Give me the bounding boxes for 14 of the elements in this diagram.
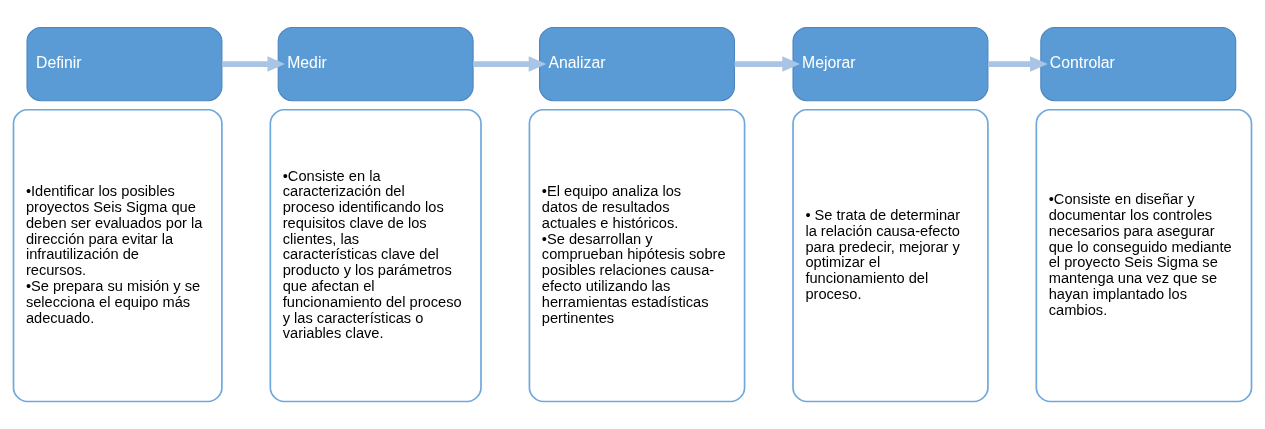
node-box: Controlar — [1040, 26, 1237, 102]
arrow — [734, 56, 801, 72]
node-box: •Identificar los posibles proyectos Seis Sigma que deben ser evaluados por la dirección para evitar la infrautilización de recursos. •Se prepara su misión y se selecciona el equipo más adecuado. — [12, 108, 223, 403]
node-box: Mejorar — [792, 26, 989, 102]
arrow — [988, 56, 1048, 72]
node-box: •Consiste en diseñar y documentar los controles necesarios para asegurar que lo conseguido mediante el proyecto Seis Sigma se mantenga una vez que se hayan implantado los cambios. — [1035, 108, 1253, 403]
node-box: •El equipo analiza los datos de resultados actuales e históricos. •Se desarrollan y comprueban hipótesis sobre posibles relaciones causa-efecto utilizando las herramientas estadísticas pertinentes — [528, 108, 746, 403]
node-box: • Se trata de determinar la relación causa-efecto para predecir, mejorar y optimizar el funcionamiento del proceso. — [792, 108, 989, 403]
node-box: Analizar — [539, 26, 735, 102]
arrow — [473, 56, 547, 72]
arrow — [222, 56, 286, 72]
node-box: Definir — [26, 26, 223, 102]
node-box: •Consiste en la caracterización del proceso identificando los requisitos clave de los clientes, las características clave del producto y los parámetros que afectan el funcionamiento del proceso y las características o variables clave. — [269, 108, 482, 403]
node-box: Medir — [277, 26, 474, 102]
